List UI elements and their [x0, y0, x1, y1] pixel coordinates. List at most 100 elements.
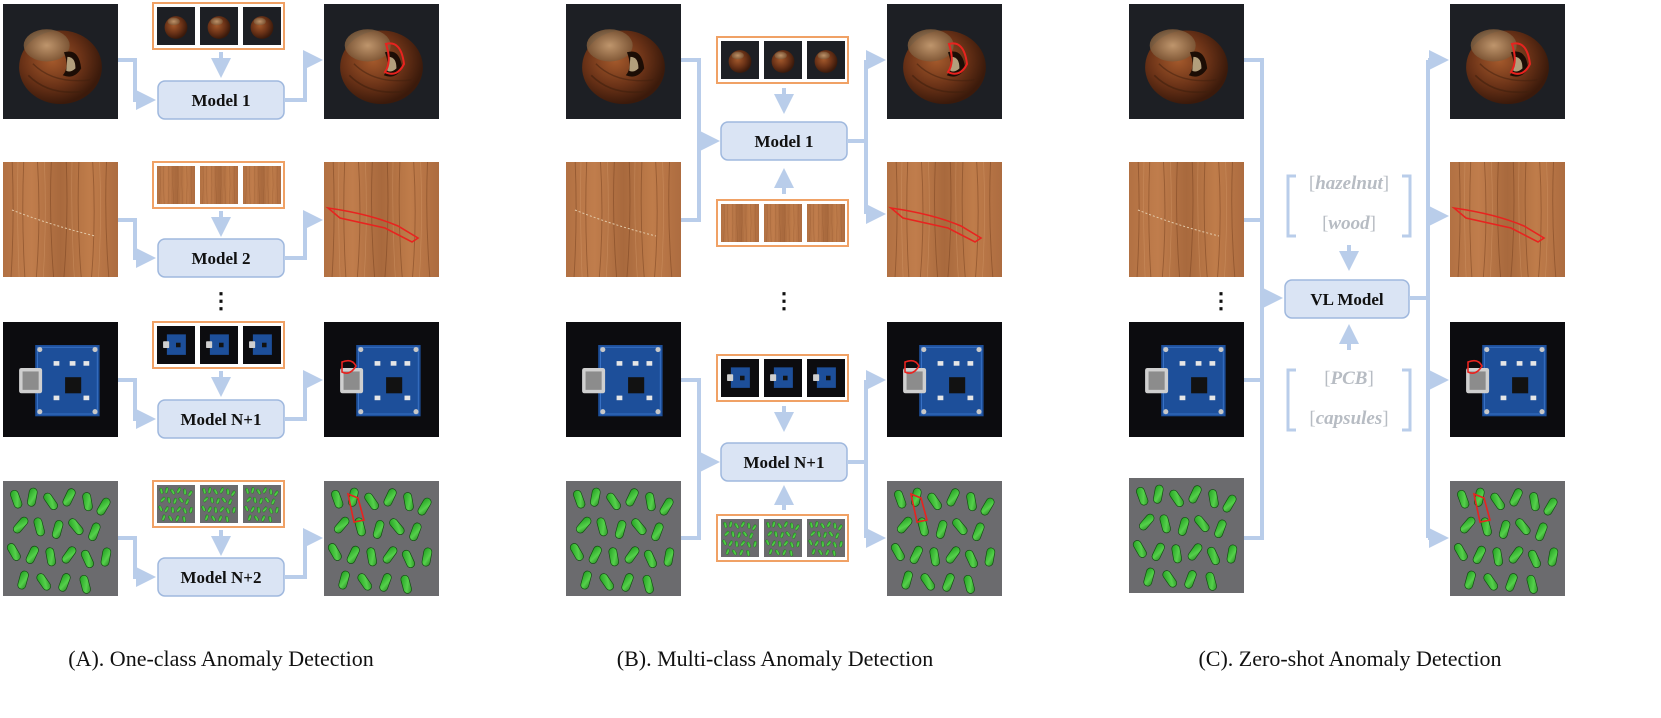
input-image-capsules [1129, 478, 1244, 593]
panel-one-class: Model 1 Model 2 ⋮ Model N+1 [3, 2, 439, 671]
anomaly-mask [1472, 492, 1491, 523]
output-image-capsules [324, 481, 439, 596]
support-image [157, 326, 195, 364]
anomaly-mask [346, 492, 365, 523]
output-image-hazelnut [887, 4, 1002, 119]
defect [1137, 209, 1220, 237]
input-image-wood [1129, 162, 1244, 277]
model-n1-label: Model N+1 [181, 410, 262, 429]
input-image-wood [3, 162, 118, 277]
support-image [200, 326, 238, 364]
arrow [284, 50, 323, 102]
support-set-frame [152, 161, 285, 209]
support-image [764, 359, 802, 397]
output-image-hazelnut [324, 4, 439, 119]
input-image-hazelnut [566, 4, 681, 119]
support-image [721, 41, 759, 79]
defect [11, 209, 96, 237]
support-set-frame [716, 354, 849, 402]
prompt-bracket-right [1402, 368, 1412, 432]
input-image-hazelnut [1129, 4, 1244, 119]
arrow [284, 528, 323, 579]
support-image [243, 485, 281, 523]
input-image-capsules [3, 481, 118, 596]
vl-model-label: VL Model [1310, 290, 1383, 309]
support-set-frame [152, 2, 285, 50]
arrow [118, 536, 156, 587]
model-n2-label: Model N+2 [181, 568, 262, 587]
panel-b-caption: (B). Multi-class Anomaly Detection [617, 646, 934, 671]
input-image-wood [566, 162, 681, 277]
prompt-capsules-word: capsules [1316, 408, 1383, 429]
input-image-pcb [566, 322, 681, 437]
prompt-bracket-right [1402, 174, 1412, 238]
support-image [243, 7, 281, 45]
anomaly-mask [325, 206, 420, 243]
anomaly-mask [888, 206, 983, 243]
prompt-hazelnut-word: hazelnut [1315, 173, 1383, 194]
support-image [157, 7, 195, 45]
anomaly-mask [1509, 42, 1532, 75]
input-image-hazelnut [3, 4, 118, 119]
ellipsis: ⋮ [210, 288, 232, 313]
support-image [200, 7, 238, 45]
defect [574, 209, 657, 237]
prompt-wood-word: wood [1328, 213, 1370, 234]
output-image-pcb [887, 322, 1002, 437]
anomaly-mask [1467, 359, 1483, 374]
panel-multi-class: Model 1 ⋮ Model N+1 [566, 4, 1002, 671]
support-image [764, 41, 802, 79]
anomaly-mask [341, 359, 357, 374]
prompt-bracket-left [1286, 174, 1296, 238]
support-image [807, 204, 845, 242]
panel-a-caption: (A). One-class Anomaly Detection [68, 646, 373, 671]
arrow [118, 218, 156, 268]
support-image [721, 519, 759, 557]
arrow [284, 210, 323, 260]
support-image [807, 519, 845, 557]
support-image [157, 166, 195, 204]
prompt-wood: [wood] [1322, 213, 1376, 234]
support-set-frame [152, 480, 285, 528]
support-image [807, 41, 845, 79]
output-image-capsules [887, 481, 1002, 596]
model-n1-label: Model N+1 [744, 453, 825, 472]
input-image-capsules [566, 481, 681, 596]
anomaly-mask [1451, 206, 1546, 243]
input-image-pcb [3, 322, 118, 437]
support-image [764, 204, 802, 242]
support-image [721, 359, 759, 397]
ellipsis: ⋮ [1210, 288, 1232, 313]
output-image-hazelnut [1450, 4, 1565, 119]
support-image [200, 166, 238, 204]
output-image-pcb [324, 322, 439, 437]
model-2-label: Model 2 [191, 249, 250, 268]
support-set-frame [716, 199, 849, 247]
connector [681, 378, 701, 540]
arrow [118, 58, 156, 110]
support-image [157, 485, 195, 523]
connector [1244, 58, 1264, 540]
support-set-frame [152, 321, 285, 369]
connector [681, 58, 701, 222]
arrow [284, 370, 323, 421]
panel-zero-shot: ⋮ [hazelnut] [wood] VL Model [PCB] [caps… [1129, 4, 1565, 671]
model-1-label: Model 1 [754, 132, 813, 151]
support-image [200, 485, 238, 523]
prompt-pcb: [PCB] [1324, 368, 1374, 389]
anomaly-mask [904, 359, 920, 374]
prompt-bracket-left [1286, 368, 1296, 432]
ellipsis: ⋮ [773, 288, 795, 313]
support-image [721, 204, 759, 242]
anomaly-mask [946, 42, 969, 75]
support-set-frame [716, 514, 849, 562]
prompt-hazelnut: [hazelnut] [1309, 173, 1389, 194]
support-image [243, 166, 281, 204]
model-1-label: Model 1 [191, 91, 250, 110]
support-image [764, 519, 802, 557]
support-image [807, 359, 845, 397]
output-image-capsules [1450, 481, 1565, 596]
anomaly-mask [383, 42, 406, 75]
panel-c-caption: (C). Zero-shot Anomaly Detection [1198, 646, 1501, 671]
input-image-pcb [1129, 322, 1244, 437]
